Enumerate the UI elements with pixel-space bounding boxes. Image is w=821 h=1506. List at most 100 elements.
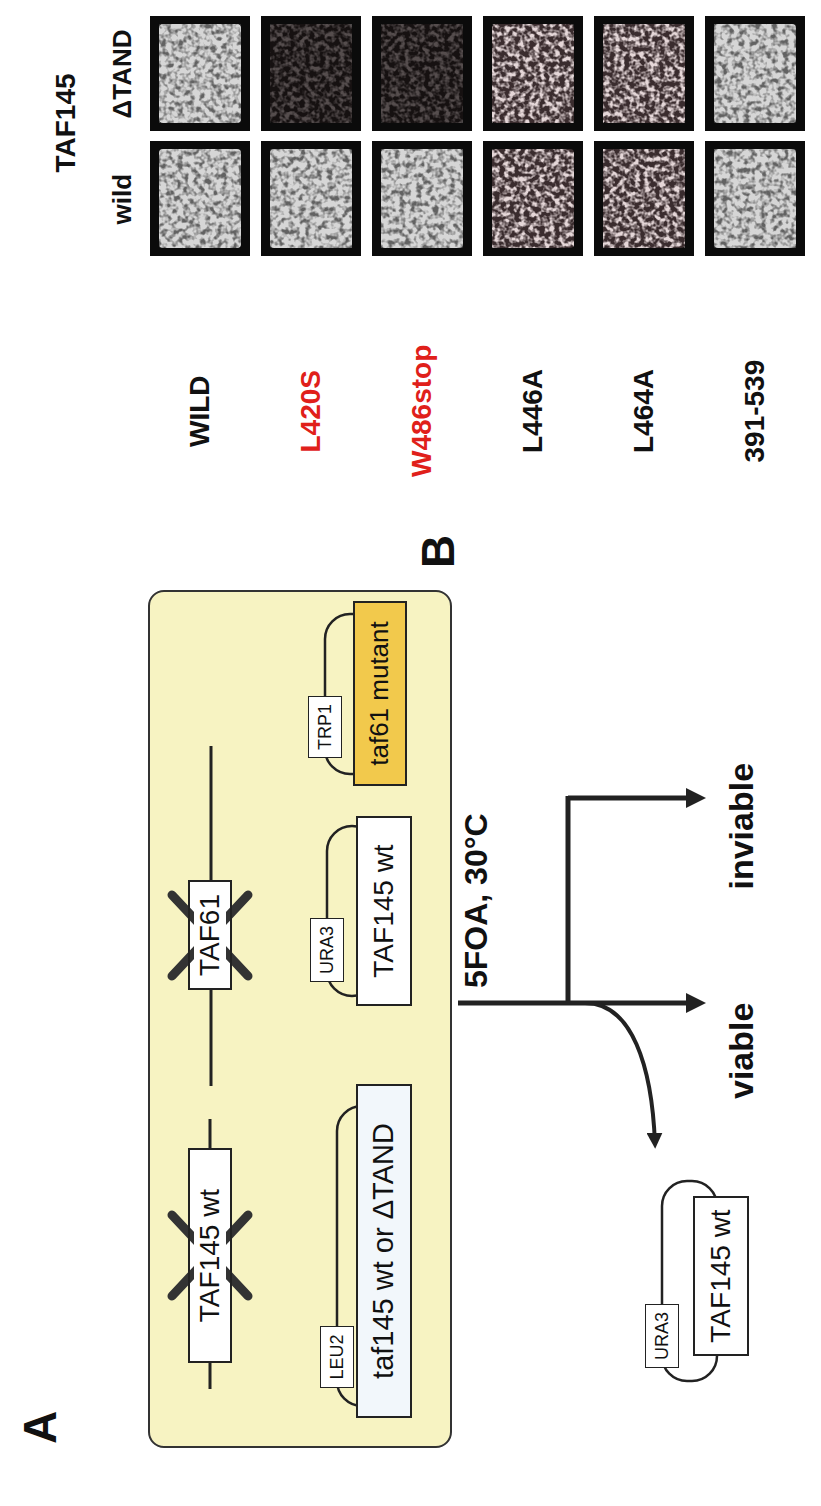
marker-box: TRP1 (308, 696, 342, 758)
loss-arrow (585, 1003, 655, 1144)
row-label: W486stop (406, 345, 438, 477)
illustration-part (159, 24, 241, 123)
growth-tile (150, 16, 250, 131)
illustration-part (594, 16, 694, 131)
illustration-part (270, 149, 352, 248)
growth-tile (150, 141, 250, 256)
chromosome-line (210, 746, 213, 1086)
illustration-part (492, 24, 574, 123)
node-text: LEU2 (327, 1334, 348, 1379)
mutant-gene-box: taf61 mutant (353, 601, 407, 786)
illustration-part (483, 141, 583, 256)
row-label: 391-539 (739, 360, 771, 463)
illustration-part (603, 24, 685, 123)
chromosome-locus: TAF61 (188, 880, 232, 990)
node-text: TRP1 (315, 704, 336, 750)
column-group-header: TAF145 (50, 73, 82, 172)
illustration-part (381, 149, 463, 248)
illustration-part (492, 24, 574, 123)
illustration-part (714, 24, 796, 123)
locus-fill (188, 880, 232, 990)
locus-fill (188, 1148, 232, 1363)
illustration-part (381, 24, 463, 123)
growth-tile (483, 16, 583, 131)
illustration-part (270, 24, 352, 123)
illustration-part (492, 149, 574, 248)
illustration-part (270, 149, 352, 248)
growth-tile (483, 141, 583, 256)
fork-arrow (568, 796, 700, 801)
illustration-part (381, 149, 463, 248)
illustration-part (594, 141, 694, 256)
chromosome-locus: TAF145 wt (188, 1148, 232, 1363)
illustration-part (372, 141, 472, 256)
plasmid-loop (662, 1181, 717, 1381)
column-header: wild (108, 174, 138, 225)
node-text: URA3 (652, 1312, 673, 1360)
node-text: taf61 mutant (365, 621, 395, 766)
deletion-cross (172, 1215, 248, 1296)
illustration-part (159, 149, 241, 248)
growth-tile (372, 16, 472, 131)
column-header: ΔTAND (108, 30, 138, 119)
illustration-part (705, 141, 805, 256)
node-text: TAF61 (194, 892, 226, 978)
outcome-label: inviable (722, 763, 761, 890)
plasmid-loop (325, 614, 380, 774)
gene-box: taf145 wt or ΔTAND (356, 1084, 412, 1418)
panel-letter: B (412, 535, 465, 568)
panel-letter: A (14, 1411, 67, 1444)
illustration-part (483, 16, 583, 131)
illustration-part (261, 141, 361, 256)
growth-tiles (150, 16, 805, 256)
gene-box: TAF145 wt (693, 1196, 749, 1356)
strain-panel: TAF145 wt TAF61LEU2 taf145 wt or ΔTAND URA3… (148, 590, 452, 1448)
illustration-part (492, 149, 574, 248)
node-text: TAF145 wt (368, 844, 400, 977)
condition-label: 5FOA, 30°C (458, 813, 495, 988)
outcome-label: viable (722, 1003, 761, 1099)
illustration-part (159, 149, 241, 248)
growth-tile (261, 141, 361, 256)
plasmid-loop (327, 826, 377, 996)
illustration-part (705, 16, 805, 131)
illustration-part (270, 24, 352, 123)
growth-tile (594, 16, 694, 131)
fork-bar (566, 796, 571, 1005)
node-text: TAF145 wt (194, 1187, 226, 1324)
illustration-part (603, 24, 685, 123)
illustration-part (714, 149, 796, 248)
illustration-part (159, 24, 241, 123)
illustration-part (372, 16, 472, 131)
row-label: L446A (517, 369, 549, 453)
illustration-part (714, 149, 796, 248)
illustration-part (261, 16, 361, 131)
marker-box: LEU2 (320, 1326, 354, 1388)
fork-stem (458, 1001, 568, 1006)
selection-fork (458, 796, 700, 1144)
illustration-part (714, 24, 796, 123)
growth-tile (372, 141, 472, 256)
growth-tile (705, 141, 805, 256)
illustration-part (150, 141, 250, 256)
growth-tile (594, 141, 694, 256)
gene-box: TAF145 wt (356, 816, 412, 1006)
row-label: L464A (628, 369, 660, 453)
row-label: WILD (184, 375, 216, 447)
deletion-cross (172, 895, 248, 976)
node-text: taf145 wt or ΔTAND (367, 1123, 400, 1379)
row-label: L420S (295, 370, 327, 453)
node-text: TAF145 wt (705, 1209, 737, 1342)
node-text: URA3 (317, 926, 338, 974)
plasmid-loop (337, 1106, 387, 1406)
growth-tile (705, 16, 805, 131)
illustration-part (603, 149, 685, 248)
illustration-part (381, 24, 463, 123)
illustration-part (603, 149, 685, 248)
marker-box: URA3 (645, 1304, 679, 1368)
marker-box: URA3 (310, 918, 344, 982)
growth-tile (261, 16, 361, 131)
illustration-part (150, 16, 250, 131)
strain-drawing (172, 614, 387, 1406)
